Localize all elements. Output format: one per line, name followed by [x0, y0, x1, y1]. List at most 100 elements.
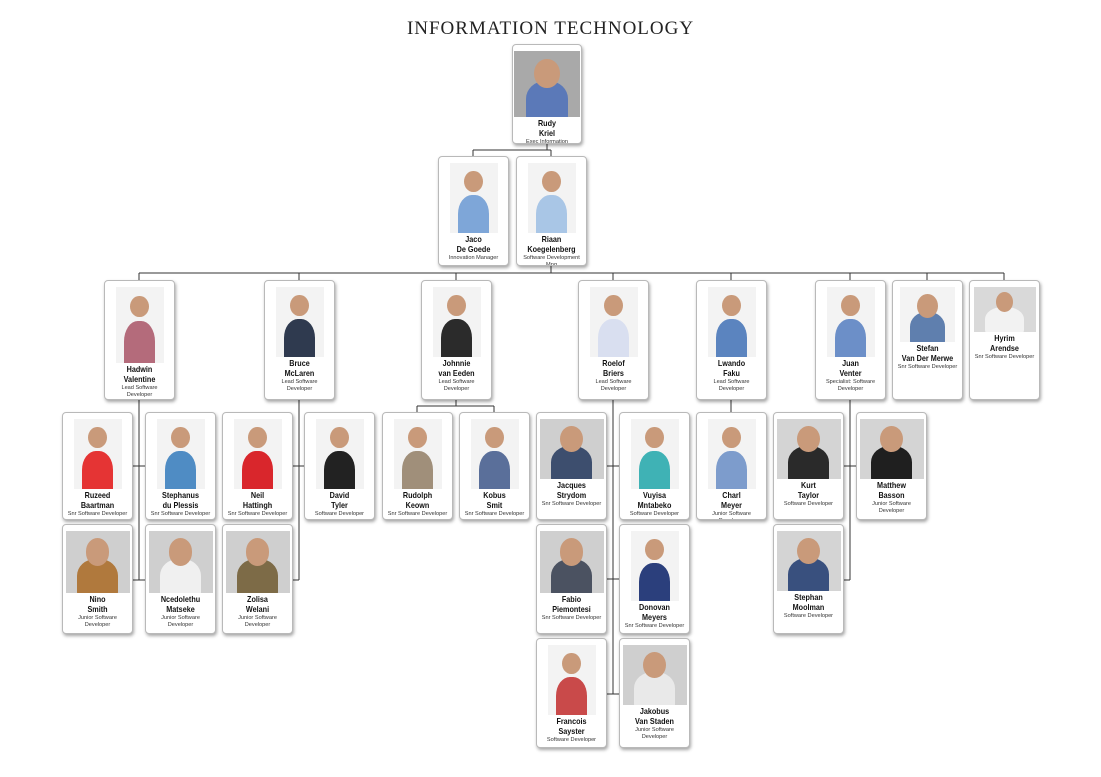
person-name: Donovan Meyers: [639, 602, 670, 622]
person-name: Vuyisa Mntabeko: [637, 490, 672, 510]
person-name: Zolisa Welani: [245, 594, 270, 614]
person-photo: [630, 419, 679, 489]
person-role: Snr Software Developer: [624, 623, 685, 629]
person-role: Junior Software Developer: [78, 615, 117, 628]
person-role: Snr Software Developer: [541, 501, 602, 507]
person-photo: [73, 419, 122, 489]
person-role: Lead Software Developer: [121, 385, 158, 398]
person-name: Riaan Koegelenberg: [527, 234, 576, 254]
person-role: Snr Software Developer: [974, 354, 1035, 360]
person-name: Roelof Briers: [602, 358, 625, 378]
person-role: Lead Software Developer: [438, 379, 475, 392]
person-name: Lwando Faku: [717, 358, 746, 378]
person-role: Lead Software Developer: [713, 379, 750, 392]
person-photo: [514, 51, 580, 117]
person-photo: [393, 419, 442, 489]
person-photo: [539, 419, 604, 479]
person-name: Stephanus du Plessis: [162, 490, 199, 510]
person-photo: [115, 287, 164, 363]
person-photo: [275, 287, 324, 357]
person-name: David Tyler: [329, 490, 350, 510]
person-name: Francois Sayster: [556, 716, 587, 736]
person-name: Stephan Moolman: [792, 592, 825, 612]
person-photo: [65, 531, 130, 593]
person-photo: [900, 287, 955, 342]
person-role: Snr Software Developer: [464, 511, 525, 517]
person-role: Software Developer: [629, 511, 680, 517]
person-photo: [973, 287, 1036, 332]
person-photo: [470, 419, 519, 489]
person-photo: [449, 163, 498, 233]
person-photo: [148, 531, 213, 593]
person-name: Juan Venter: [839, 358, 862, 378]
person-name: Ncedolethu Matseke: [160, 594, 201, 614]
person-role: Software Development Mng: [523, 255, 580, 266]
person-role: Snr Software Developer: [67, 511, 128, 517]
person-name: Jakobus Van Staden: [635, 706, 674, 726]
person-name: Ruzeed Baartman: [80, 490, 115, 510]
person-role: Software Developer: [314, 511, 365, 517]
person-name: Bruce McLaren: [284, 358, 315, 378]
person-photo: [233, 419, 282, 489]
person-name: Fabio Piemontesi: [552, 594, 591, 614]
person-photo: [589, 287, 638, 357]
person-role: Innovation Manager: [448, 255, 499, 261]
person-photo: [859, 419, 924, 479]
person-role: Junior Software Developer: [712, 511, 751, 519]
person-role: Junior Software Developer: [238, 615, 277, 628]
person-role: Snr Software Developer: [541, 615, 602, 621]
person-role: Exec Information Technology: [526, 139, 568, 144]
person-photo: [527, 163, 576, 233]
person-photo: [225, 531, 290, 593]
person-role: Snr Software Developer: [227, 511, 288, 517]
person-role: Software Developer: [783, 501, 834, 507]
person-role: Junior Software Developer: [635, 727, 674, 740]
person-photo: [622, 645, 687, 705]
person-photo: [156, 419, 205, 489]
person-name: Hadwin Valentine: [123, 364, 156, 384]
person-role: Snr Software Developer: [897, 364, 958, 370]
person-role: Lead Software Developer: [281, 379, 318, 392]
person-name: Nino Smith: [87, 594, 108, 614]
person-photo: [315, 419, 364, 489]
person-role: Specialist: Software Developer: [825, 379, 876, 392]
person-role: Junior Software Developer: [161, 615, 200, 628]
person-photo: [776, 531, 841, 591]
person-name: Jaco De Goede: [456, 234, 491, 254]
person-name: Rudy Kriel: [537, 118, 557, 138]
person-role: Snr Software Developer: [387, 511, 448, 517]
person-name: Jacques Strydom: [556, 480, 587, 500]
person-name: Johnnie van Eeden: [438, 358, 475, 378]
person-role: Junior Software Developer: [872, 501, 911, 514]
